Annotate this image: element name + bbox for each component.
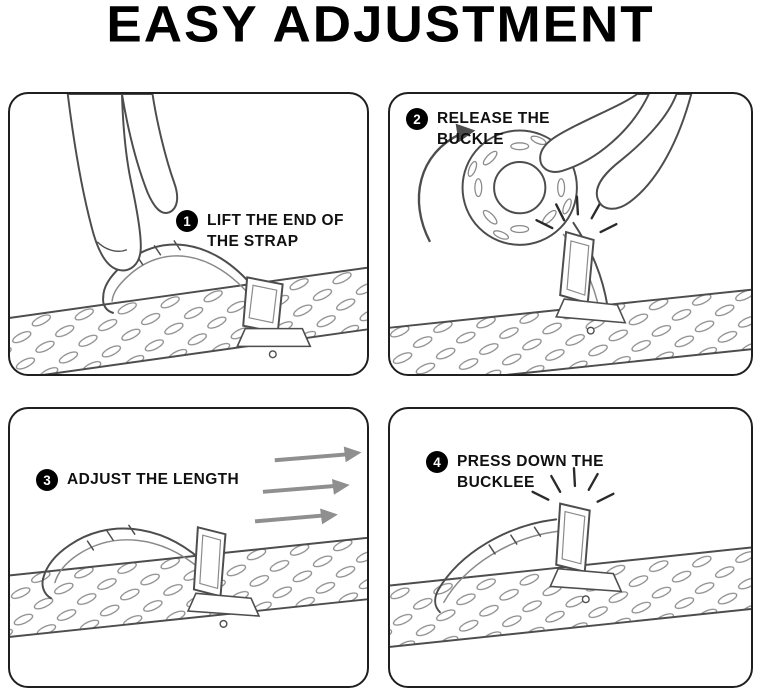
step-1-text-line2: THE STRAP: [207, 232, 299, 250]
step-2-text: RELEASE THE BUCKLE: [437, 108, 550, 151]
step-2-text-line2: BUCKLE: [437, 130, 504, 148]
index-finger: [539, 94, 650, 173]
step-2-number-badge: 2: [406, 108, 428, 130]
clasp-base: [186, 592, 261, 617]
clasp-base: [236, 327, 312, 348]
step-2-text-line1: RELEASE THE: [437, 110, 550, 127]
step-4-text-line1: PRESS DOWN THE: [457, 453, 604, 470]
adjust-arrows-icon: [254, 446, 362, 525]
hand-icon: [66, 94, 179, 272]
hand-icon: [539, 94, 693, 210]
step-2-panel: 2 RELEASE THE BUCKLE: [388, 92, 753, 376]
step-1-illustration: [10, 94, 367, 374]
rotate-arrow-icon: [417, 123, 476, 243]
step-1-number-badge: 1: [176, 210, 198, 232]
step-3-text: ADJUST THE LENGTH: [67, 469, 239, 491]
step-1-text: LIFT THE END OF THE STRAP: [207, 210, 344, 253]
step-4-text: PRESS DOWN THE BUCKLEE: [457, 451, 604, 494]
step-1-text-line1: LIFT THE END OF: [207, 212, 344, 229]
page-title: EASY ADJUSTMENT: [106, 0, 655, 54]
buckle-icon: [549, 502, 623, 604]
step-2-illustration: [390, 94, 751, 374]
press-burst-icon: [535, 195, 618, 234]
screw-icon: [219, 619, 228, 628]
buckle-icon: [555, 230, 627, 335]
thumb: [595, 94, 693, 210]
screw-icon: [586, 326, 595, 335]
step-3-illustration: [10, 446, 367, 642]
clasp-base: [555, 298, 627, 324]
step-2-label: 2 RELEASE THE BUCKLE: [406, 108, 550, 151]
press-burst-icon: [531, 466, 615, 503]
strap-band: [10, 260, 367, 374]
buckle-icon: [186, 526, 261, 628]
step-3-label: 3 ADJUST THE LENGTH: [36, 469, 239, 491]
step-3-number-badge: 3: [36, 469, 58, 491]
screw-icon: [581, 595, 590, 604]
step-3-text-line1: ADJUST THE LENGTH: [67, 471, 240, 488]
step-3-panel: 3 ADJUST THE LENGTH: [8, 407, 369, 688]
step-1-label: 1 LIFT THE END OF THE STRAP: [176, 210, 344, 253]
step-4-illustration: [390, 466, 751, 652]
lifted-strap-end: [434, 518, 559, 614]
step-4-label: 4 PRESS DOWN THE BUCKLEE: [426, 451, 604, 494]
step-1-panel: 1 LIFT THE END OF THE STRAP: [8, 92, 369, 376]
screw-icon: [268, 350, 277, 359]
lifted-strap-end: [41, 524, 201, 600]
strap-band: [10, 532, 367, 642]
step-4-number-badge: 4: [426, 451, 448, 473]
buckle-icon: [236, 276, 312, 359]
step-4-panel: 4 PRESS DOWN THE BUCKLEE: [388, 407, 753, 688]
clasp-base: [549, 567, 623, 593]
step-4-text-line2: BUCKLEE: [457, 473, 535, 491]
